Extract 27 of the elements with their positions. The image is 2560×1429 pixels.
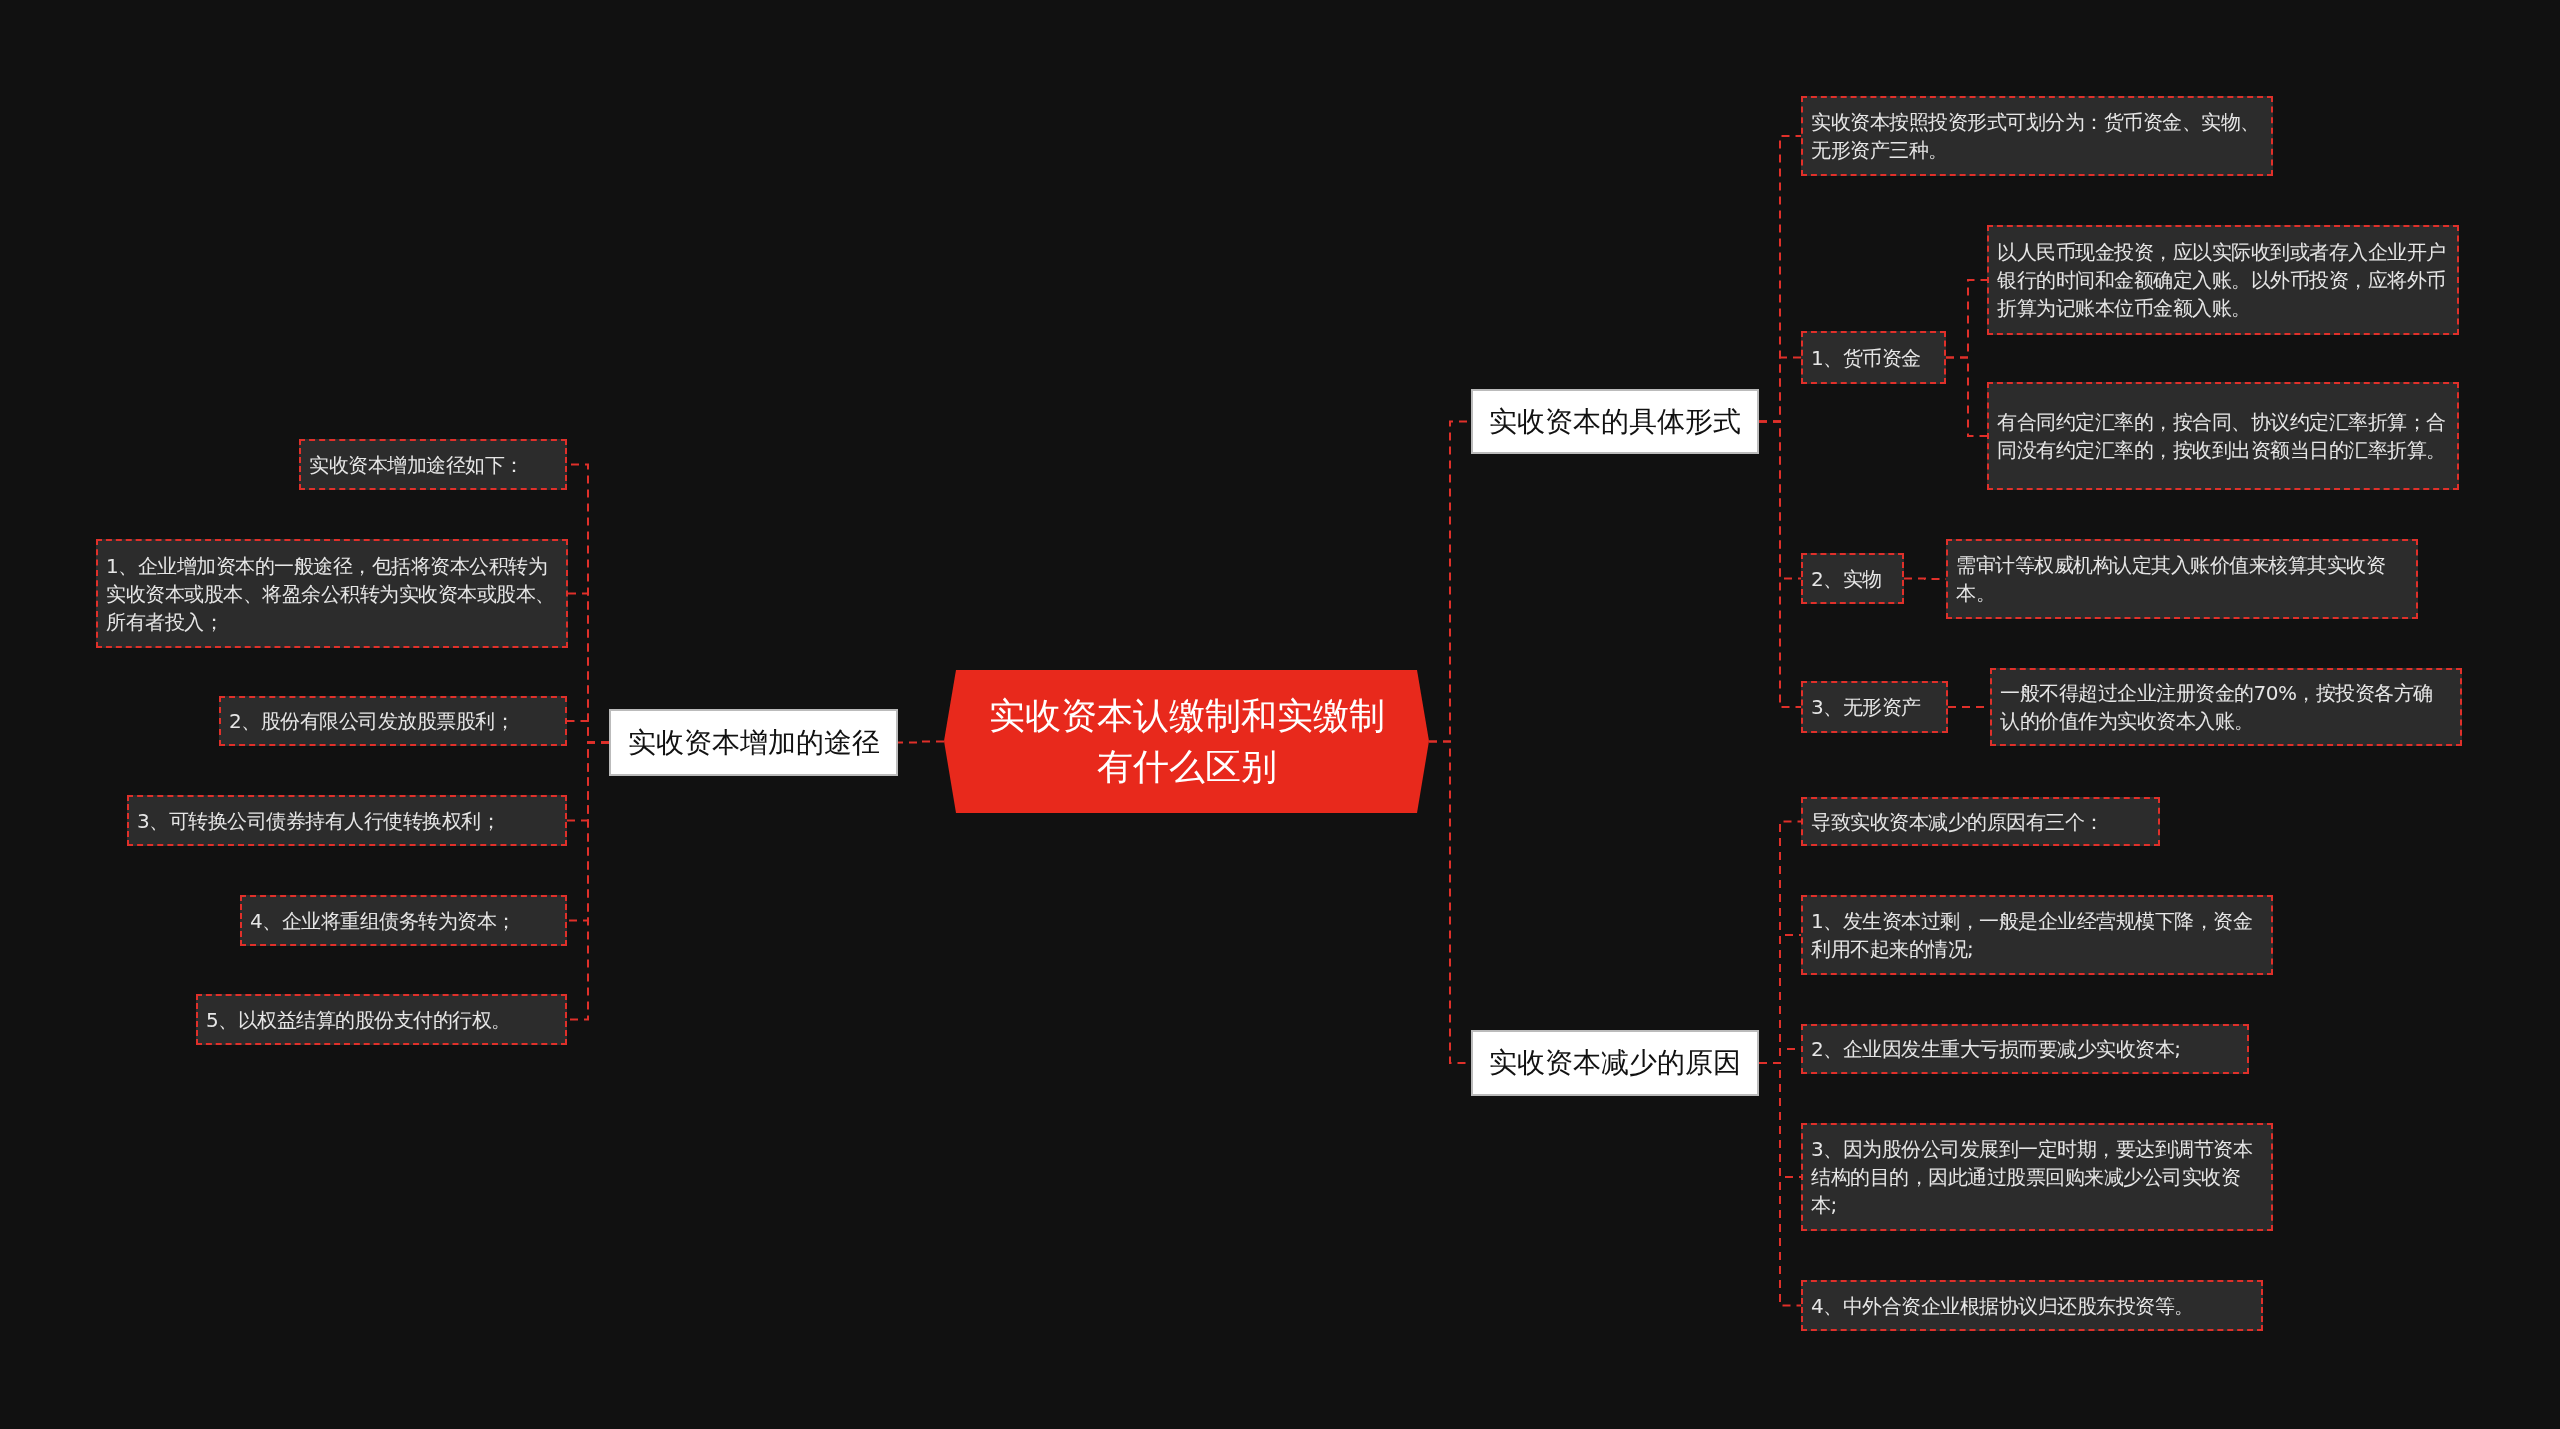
text-box: 实收资本增加途径如下：	[299, 439, 567, 490]
topic-box: 实收资本减少的原因	[1471, 1030, 1759, 1096]
connector-line	[1945, 356, 1988, 437]
central-topic: 实收资本认缴制和实缴制有什么区别	[944, 670, 1429, 813]
text-box: 以人民币现金投资，应以实际收到或者存入企业开户银行的时间和金额确定入账。以外币投资，应将外币折算为记账本位币金额入账。	[1987, 225, 2459, 335]
text-box: 有合同约定汇率的，按合同、协议约定汇率折算；合同没有约定汇率的，按收到出资额当日的汇率折算。	[1987, 382, 2459, 490]
text-box: 1、货币资金	[1801, 331, 1946, 384]
text-box: 3、可转换公司债券持有人行使转换权利；	[127, 795, 567, 846]
connector-line	[1758, 420, 1802, 708]
text-box: 3、无形资产	[1801, 681, 1948, 733]
text-box: 实收资本按照投资形式可划分为：货币资金、实物、无形资产三种。	[1801, 96, 2273, 176]
text-box: 4、中外合资企业根据协议归还股东投资等。	[1801, 1280, 2263, 1331]
connector-line	[897, 740, 945, 744]
text-box: 4、企业将重组债务转为资本；	[240, 895, 567, 946]
text-box: 导致实收资本减少的原因有三个：	[1801, 797, 2160, 846]
text-box: 1、企业增加资本的一般途径，包括将资本公积转为实收资本或股本、将盈余公积转为实收资本或股本、所有者投入；	[96, 539, 568, 648]
text-box: 一般不得超过企业注册资金的70%，按投资各方确认的价值作为实收资本入账。	[1990, 668, 2462, 746]
text-box: 2、企业因发生重大亏损而要减少实收资本;	[1801, 1024, 2249, 1074]
connector-line	[1758, 1062, 1802, 1307]
text-box: 3、因为股份公司发展到一定时期，要达到调节资本结构的目的，因此通过股票回购来减少公司实收资本;	[1801, 1123, 2273, 1231]
text-box: 1、发生资本过剩，一般是企业经营规模下降，资金利用不起来的情况;	[1801, 895, 2273, 975]
text-box: 5、以权益结算的股份支付的行权。	[196, 994, 567, 1045]
topic-box: 实收资本的具体形式	[1471, 389, 1759, 454]
text-box: 需审计等权威机构认定其入账价值来核算其实收资本。	[1946, 539, 2418, 619]
text-box: 2、实物	[1801, 553, 1904, 604]
text-box: 2、股份有限公司发放股票股利；	[219, 696, 567, 746]
topic-box: 实收资本增加的途径	[609, 709, 898, 776]
